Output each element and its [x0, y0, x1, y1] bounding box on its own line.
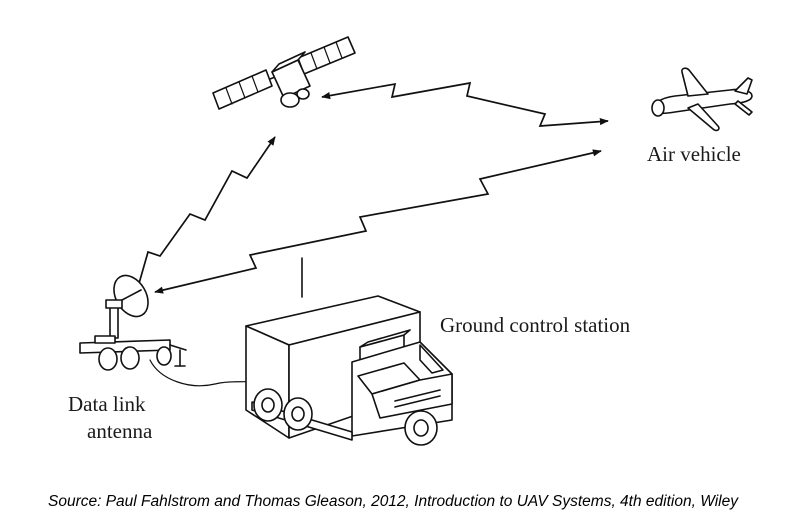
air-vehicle-icon [651, 67, 753, 132]
data-link-antenna-label-line2: antenna [87, 419, 153, 443]
data-link-antenna-label-line1: Data link [68, 392, 146, 416]
data-link-antenna-icon [79, 274, 187, 371]
satellite-icon [212, 36, 356, 110]
sat-air-link [321, 81, 609, 127]
ground-control-station-label: Ground control station [440, 313, 631, 337]
air-vehicle-label: Air vehicle [647, 142, 741, 166]
ground-station-truck-icon [245, 257, 453, 446]
air-antenna-link [154, 149, 602, 294]
sat-antenna-link [134, 136, 276, 295]
source-caption: Source: Paul Fahlstrom and Thomas Gleaso… [48, 493, 739, 510]
